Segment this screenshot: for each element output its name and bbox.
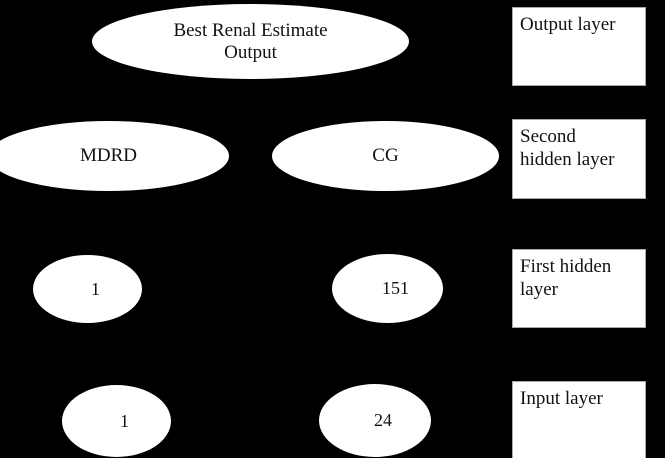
node-input-right-label: 24: [374, 410, 392, 431]
node-input-left: 1: [62, 385, 171, 457]
node-second-hidden-cg: CG: [272, 121, 499, 191]
node-second-hidden-mdrd-label: MDRD: [79, 145, 137, 167]
layer-caption-output: Output layer: [512, 7, 646, 86]
layer-caption-input: Input layer: [512, 381, 646, 458]
node-second-hidden-cg-label: CG: [372, 145, 399, 167]
layer-caption-first-hidden: First hidden layer: [512, 249, 646, 328]
node-first-hidden-right: 151: [332, 254, 443, 323]
node-input-right: 24: [319, 384, 431, 457]
node-output-label: Best Renal Estimate Output: [173, 20, 328, 63]
node-first-hidden-left-label: 1: [91, 278, 100, 299]
node-input-left-label: 1: [120, 410, 129, 431]
node-output-best-renal-estimate: Best Renal Estimate Output: [92, 4, 409, 79]
node-first-hidden-right-label: 151: [382, 278, 409, 299]
node-first-hidden-left: 1: [33, 255, 142, 323]
node-second-hidden-mdrd: MDRD: [0, 121, 229, 191]
layer-caption-second-hidden: Second hidden layer: [512, 119, 646, 199]
